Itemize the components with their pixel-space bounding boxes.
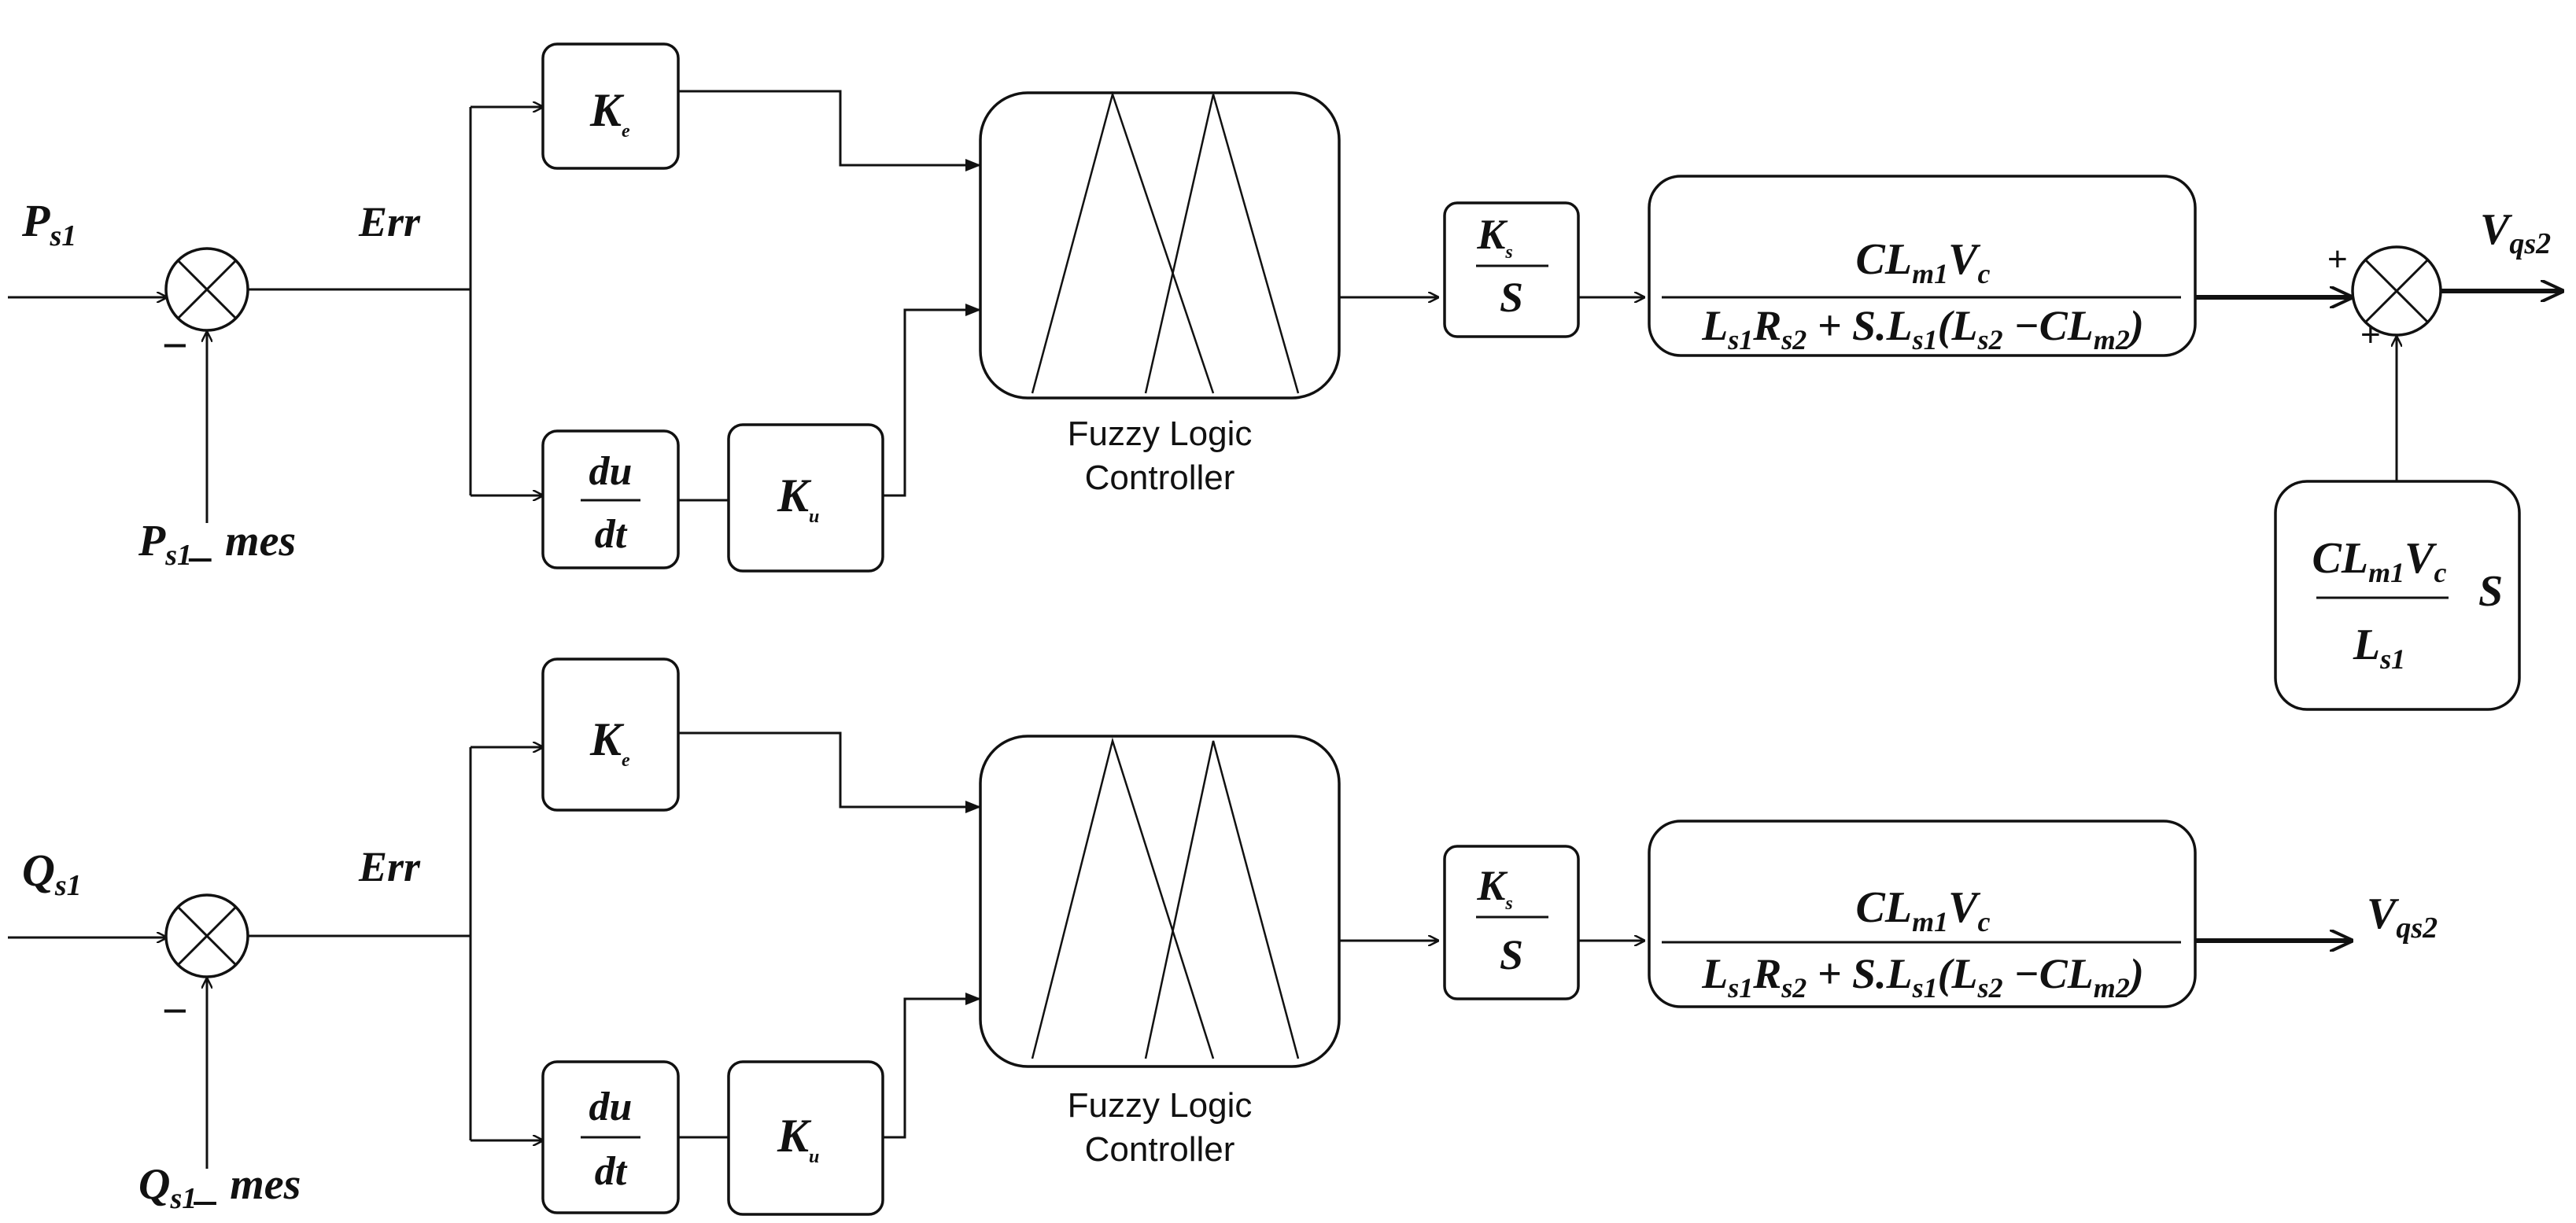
integrator-numerator: Ks [1476, 211, 1512, 263]
ku-to-flc-arrow-bottom [883, 993, 981, 1139]
integrator-denominator: S [1500, 274, 1523, 321]
integrator-block-bottom [1443, 845, 1580, 1000]
gain-ku-label: Ku [777, 470, 819, 527]
fuzzy-logic-controller-block-bottom [979, 735, 1341, 1068]
summing-junction [164, 247, 249, 332]
minus-sign-bottom: − [162, 985, 188, 1035]
feedback-label-q: Qs1_ mes [138, 1160, 301, 1215]
input-label-q: Qs1 [22, 845, 82, 902]
output-label-top: Vqs2 [2480, 205, 2551, 260]
derivative-denominator-bottom: dt [595, 1149, 628, 1194]
output-label-bottom: Vqs2 [2367, 890, 2438, 945]
integrator-block [1443, 201, 1580, 338]
feedback-label-p: Ps1_ mes [138, 517, 296, 572]
summing-junction-bottom [164, 893, 249, 978]
ke-to-flc-arrow-bottom [678, 731, 981, 813]
error-label: Err [358, 198, 421, 245]
flc-label-line1-bottom: Fuzzy Logic [1068, 1086, 1253, 1125]
minus-sign: − [162, 320, 188, 370]
bottom-loop: Qs1 − Qs1_ mes Err Ke du dt Ku Fuzzy Log… [8, 658, 2438, 1216]
gain-ke-block [541, 42, 680, 170]
feedforward-block [2274, 480, 2521, 711]
fuzzy-logic-controller-block [979, 91, 1341, 400]
plant-denominator: Ls1Rs2 + S.Ls1(Ls2 −CLm2) [1701, 302, 2144, 355]
gain-ke-label-bottom: Ke [589, 713, 630, 771]
ke-to-flc-arrow [678, 90, 981, 171]
feedforward-factor: S [2478, 567, 2503, 616]
plus-sign-top: + [2327, 240, 2348, 278]
integrator-numerator-bottom: Ks [1476, 862, 1512, 914]
plant-transfer-function-block-bottom [1648, 820, 2197, 1008]
flc-label-line1: Fuzzy Logic [1068, 414, 1253, 453]
gain-ke-label: Ke [589, 84, 630, 142]
plus-sign-bottom: + [2360, 315, 2381, 354]
flc-label-line2-bottom: Controller [1085, 1130, 1235, 1169]
input-label-p: Ps1 [21, 195, 76, 252]
gain-ku-block [727, 423, 884, 573]
error-label-bottom: Err [358, 843, 421, 890]
plant-transfer-function-block [1648, 175, 2197, 357]
membership-functions-icon-bottom [1031, 737, 1300, 1059]
flc-label-line2: Controller [1085, 459, 1235, 497]
top-loop: Ps1 − Ps1_ mes Err Ke du dt Ku [8, 42, 2563, 711]
membership-functions-icon [1031, 90, 1300, 394]
derivative-numerator: du [589, 449, 633, 494]
integrator-denominator-bottom: S [1500, 931, 1523, 978]
derivative-denominator: dt [595, 512, 628, 557]
gain-ku-label-bottom: Ku [777, 1110, 819, 1167]
ku-to-flc-arrow [883, 304, 981, 497]
gain-ke-block-bottom [541, 658, 680, 812]
derivative-numerator-bottom: du [589, 1085, 633, 1129]
